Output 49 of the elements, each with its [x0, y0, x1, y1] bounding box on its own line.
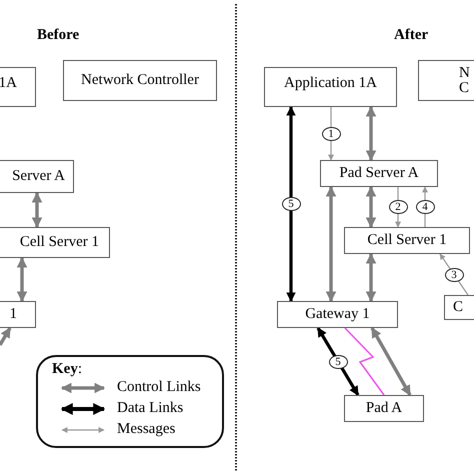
process-box: [344, 395, 424, 422]
box-label: 1: [10, 307, 17, 322]
box-label: Server A: [12, 169, 65, 184]
arrow: [370, 327, 412, 396]
edge-label: 4: [416, 200, 434, 214]
arrow: [286, 106, 296, 302]
wireless-link: [344, 327, 385, 396]
process-box: [344, 227, 470, 254]
box-label: 1A: [0, 76, 17, 91]
process-box: [320, 160, 438, 187]
arrow: [32, 192, 42, 228]
arrow: [366, 186, 376, 228]
edge-label: 2: [388, 200, 408, 214]
box-label: Gateway 1: [305, 307, 370, 322]
process-box: [277, 301, 398, 328]
box-label: Cell Server 1: [20, 235, 99, 250]
panel-heading: After: [394, 27, 428, 44]
box-label: Network Controller: [81, 73, 199, 88]
legend-label: Data Links: [117, 400, 184, 417]
legend-label: Control Links: [117, 379, 201, 396]
box-label: N C: [459, 66, 471, 96]
arrow: [366, 252, 376, 302]
process-box: [444, 295, 474, 320]
process-box: [0, 160, 74, 193]
process-box: [264, 67, 397, 107]
panel-heading: Before: [37, 27, 80, 44]
box-label: Pad A: [366, 401, 402, 416]
arrow: [440, 254, 468, 296]
process-box: [0, 301, 36, 328]
arrow: [326, 186, 336, 302]
arrow: [16, 256, 28, 302]
edge-label: 5: [282, 197, 300, 211]
legend-title: Key:: [52, 361, 82, 378]
legend-label: Messages: [117, 421, 176, 438]
edge-label: 1: [322, 126, 340, 140]
arrow: [366, 106, 376, 162]
edge-label: 5: [328, 354, 348, 368]
box-label: Pad Server A: [339, 166, 419, 181]
process-box: [63, 60, 217, 101]
process-box: [0, 227, 110, 258]
process-box: [418, 60, 474, 101]
process-box: [0, 67, 36, 107]
box-label: Cell Server 1: [367, 233, 447, 248]
arrow: [422, 186, 428, 227]
edge-label: 3: [444, 268, 464, 282]
arrow: [316, 327, 360, 396]
box-label: C: [453, 300, 464, 315]
box-label: Application 1A: [284, 76, 377, 91]
arrow: [0, 327, 12, 346]
